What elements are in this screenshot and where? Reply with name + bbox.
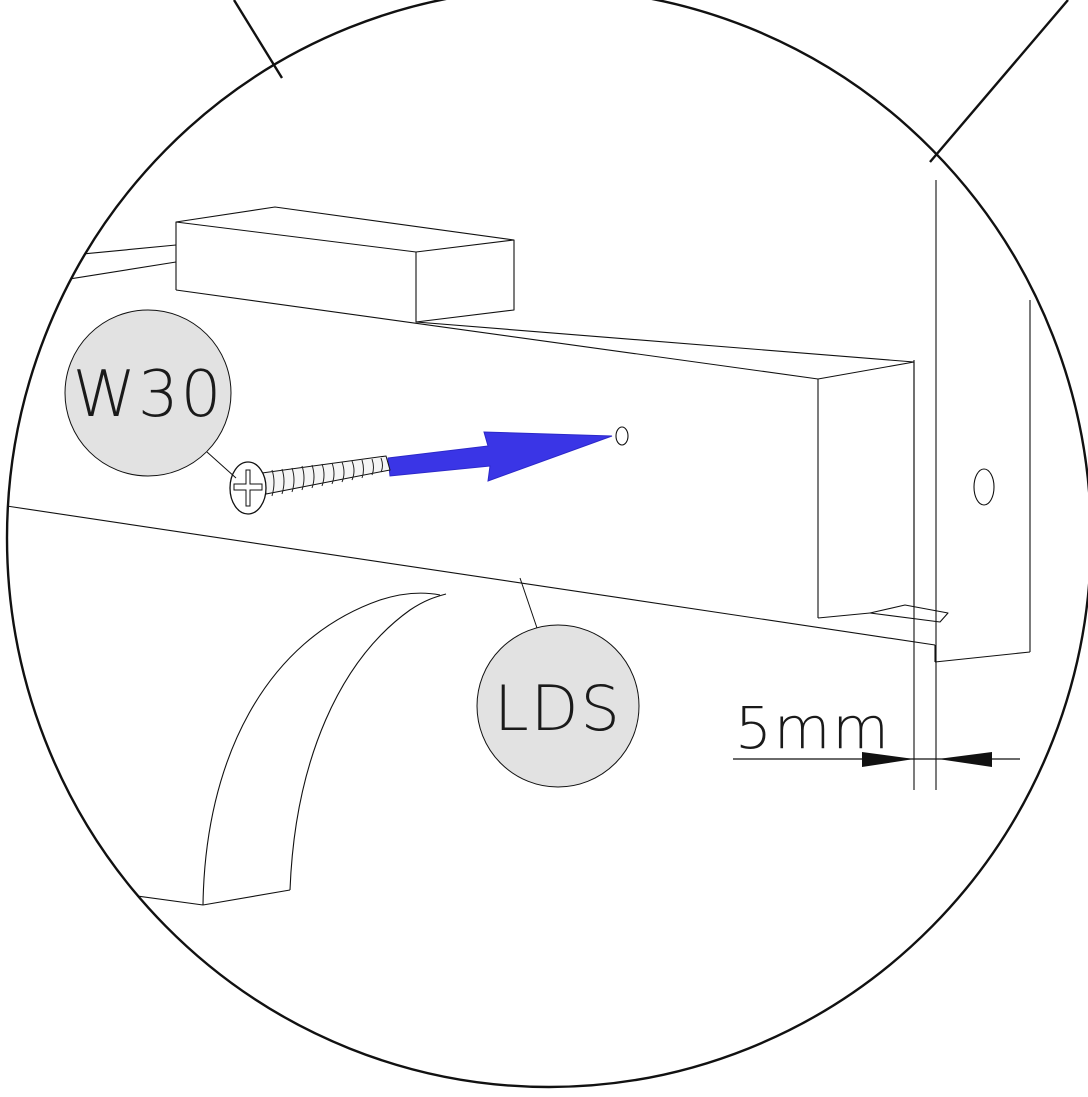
gap-dimension: 5mm bbox=[733, 694, 1020, 767]
callout-lds: LDS bbox=[476, 577, 640, 788]
arch-cutout bbox=[129, 592, 447, 906]
metal-tab bbox=[869, 604, 949, 623]
dimension-arrow-icon bbox=[938, 752, 992, 767]
detail-circle bbox=[5, 0, 1088, 1089]
callout-w30: W30 bbox=[64, 309, 237, 479]
insert-direction-arrow bbox=[387, 431, 613, 482]
callout-w30-label: W30 bbox=[73, 358, 224, 432]
gap-dimension-label: 5mm bbox=[735, 694, 891, 762]
detail-contents bbox=[7, 180, 1031, 906]
side-panel bbox=[7, 180, 1031, 790]
panel-hole bbox=[973, 468, 995, 506]
pilot-hole bbox=[615, 426, 629, 446]
screw-icon bbox=[229, 455, 391, 515]
mounting-block bbox=[175, 206, 915, 619]
dimension-arrow-icon bbox=[862, 752, 914, 767]
callout-lds-label: LDS bbox=[494, 672, 622, 745]
